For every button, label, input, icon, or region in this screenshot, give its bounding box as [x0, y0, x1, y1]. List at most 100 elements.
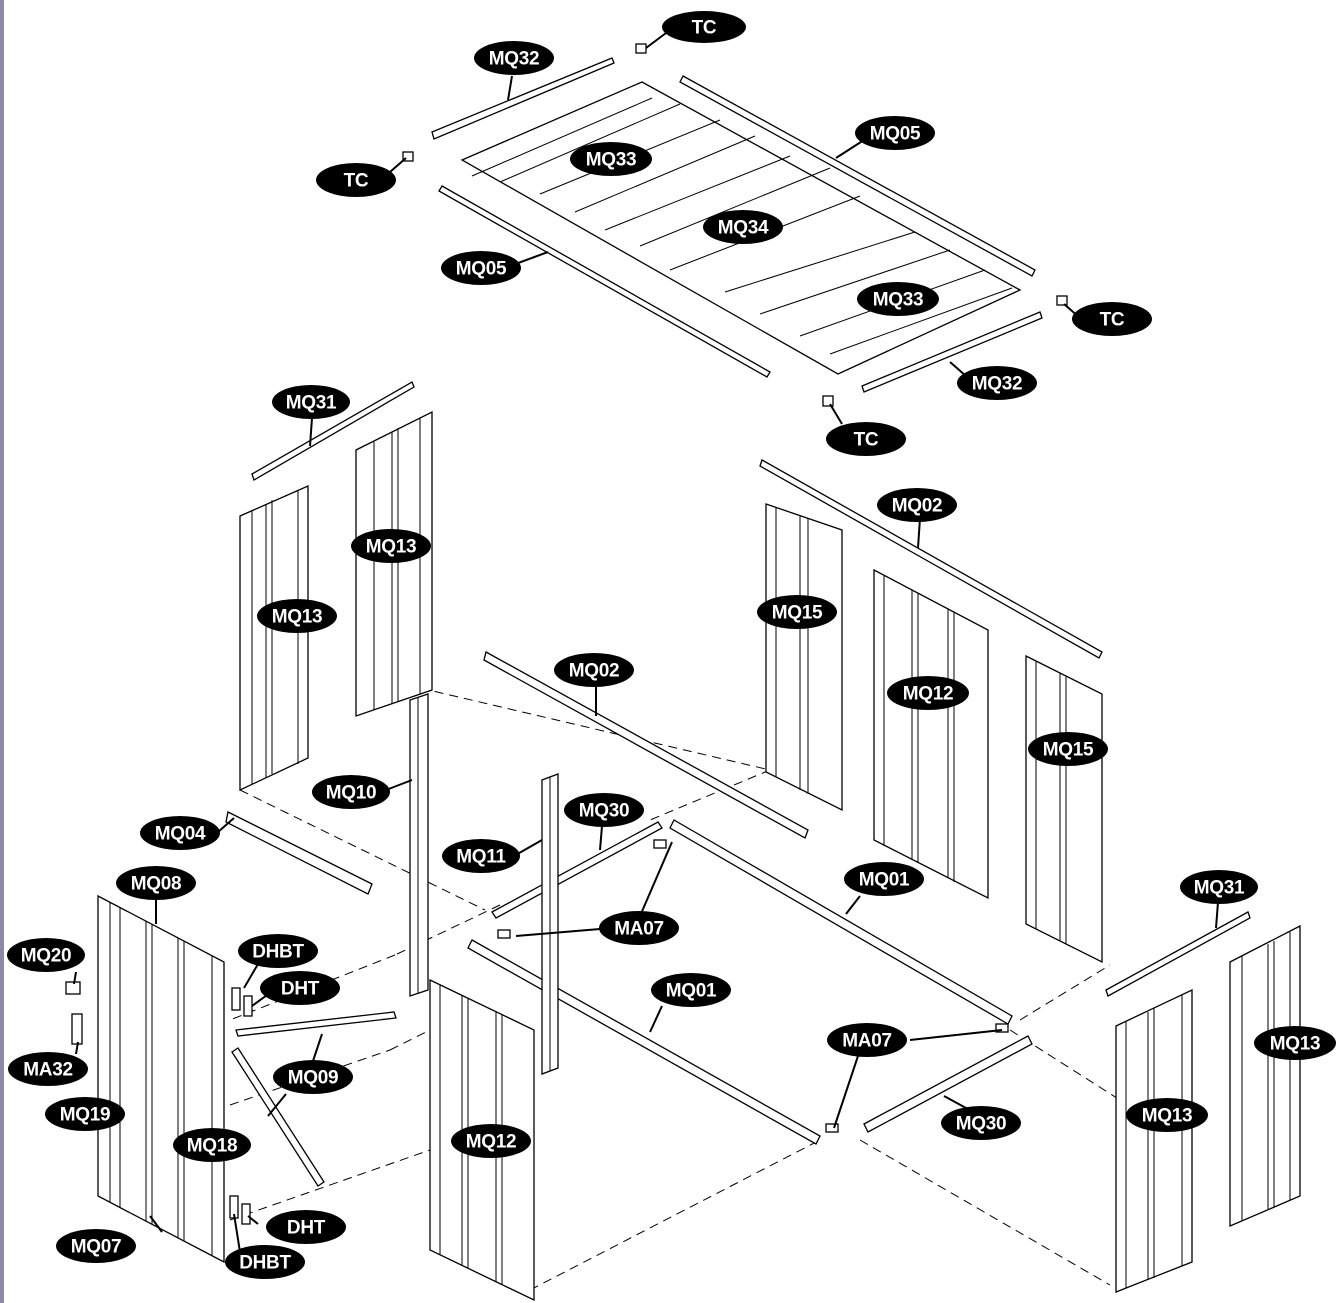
- callout-mq02-1: MQ02: [877, 488, 957, 522]
- wall-panel-mq13-left-inner: [355, 410, 433, 717]
- callout-mq31-1: MQ31: [272, 385, 350, 419]
- callout-tc-4: TC: [826, 422, 906, 456]
- callout-mq19: MQ19: [45, 1097, 125, 1131]
- callout-label: MQ13: [272, 607, 323, 628]
- callout-label: MQ32: [489, 49, 540, 70]
- callout-ma07-1: MA07: [599, 911, 679, 945]
- callout-mq09: MQ09: [273, 1060, 353, 1094]
- callout-bubble: [1028, 732, 1108, 766]
- callout-bubble: [1126, 1098, 1208, 1132]
- callout-bubble: [238, 934, 318, 968]
- callout-label: MQ31: [286, 393, 337, 414]
- callout-label: MQ02: [569, 661, 620, 682]
- callout-label: MQ32: [972, 374, 1023, 395]
- callout-label: MQ01: [666, 981, 717, 1002]
- callout-bubble: [599, 911, 679, 945]
- callout-bubble: [1180, 870, 1258, 904]
- callout-mq08: MQ08: [116, 866, 196, 900]
- callout-label: MQ09: [288, 1068, 339, 1089]
- callout-bubble: [651, 973, 731, 1007]
- callout-bubble: [312, 775, 390, 809]
- callout-mq34: MQ34: [703, 210, 783, 244]
- callout-bubble: [451, 1124, 531, 1158]
- callout-label: MA07: [842, 1031, 891, 1052]
- callout-label: DHBT: [252, 942, 304, 963]
- callout-bubble: [316, 163, 396, 197]
- wall-trim-mq31-left: [251, 381, 415, 481]
- callout-label: MQ13: [366, 537, 417, 558]
- callout-ma32: MA32: [8, 1052, 88, 1086]
- callout-bubble: [442, 839, 520, 873]
- wall-panel-mq15-back-right: [1025, 654, 1103, 964]
- callout-bubble: [887, 676, 969, 710]
- rail-mq30-upper: [491, 821, 663, 919]
- callout-dhbt-2: DHBT: [225, 1245, 305, 1279]
- callout-bubble: [877, 488, 957, 522]
- roof-edge-mq05-left: [438, 185, 771, 378]
- callout-bubble: [140, 816, 220, 850]
- callout-bubble: [662, 11, 746, 43]
- callout-label: MQ11: [456, 847, 506, 868]
- callout-mq12-1: MQ12: [887, 676, 969, 710]
- callout-mq18: MQ18: [173, 1128, 251, 1162]
- callout-bubble: [941, 1106, 1021, 1140]
- callout-label: MQ34: [718, 218, 769, 239]
- wall-panel-mq13-right-inner: [1115, 988, 1193, 1293]
- callout-label: MQ13: [1142, 1106, 1193, 1127]
- callout-bubble: [564, 793, 644, 827]
- callout-mq02-2: MQ02: [554, 653, 634, 687]
- callout-bubble: [957, 366, 1037, 400]
- callout-label: MQ20: [21, 946, 72, 967]
- callout-dhbt-1: DHBT: [238, 934, 318, 968]
- callout-mq10: MQ10: [312, 775, 390, 809]
- callout-label: TC: [344, 171, 369, 192]
- callout-bubble: [474, 41, 554, 75]
- callout-mq11: MQ11: [442, 839, 520, 873]
- callout-bubble: [8, 1052, 88, 1086]
- callout-bubble: [554, 653, 634, 687]
- wall-panel-mq15-back-left: [765, 503, 843, 812]
- callout-label: DHBT: [239, 1253, 291, 1274]
- callout-dht-2: DHT: [266, 1210, 346, 1244]
- callout-mq07: MQ07: [56, 1229, 136, 1263]
- callout-bubble: [1254, 1026, 1336, 1060]
- callout-bubble: [45, 1097, 125, 1131]
- callout-mq12-2: MQ12: [451, 1124, 531, 1158]
- callout-label: MQ33: [586, 150, 637, 171]
- callout-bubble: [826, 422, 906, 456]
- callout-mq33-1: MQ33: [570, 142, 652, 176]
- callout-bubble: [855, 116, 935, 150]
- callout-label: MQ30: [579, 801, 630, 822]
- callout-mq13-4: MQ13: [1126, 1098, 1208, 1132]
- callout-bubble: [56, 1229, 136, 1263]
- callout-bubble: [1072, 302, 1152, 336]
- callout-tc-2: TC: [316, 163, 396, 197]
- callout-bubble: [570, 142, 652, 176]
- ma07-brackets: [497, 839, 1009, 1133]
- callout-label: TC: [1100, 310, 1125, 331]
- roof-trim-mq32-upper: [431, 57, 615, 140]
- callout-bubble: [703, 210, 783, 244]
- rail-mq02-middle: [483, 651, 809, 839]
- callout-bubble: [116, 866, 196, 900]
- rail-mq30-lower: [863, 1035, 1033, 1133]
- callout-bubble: [173, 1128, 251, 1162]
- callout-label: TC: [692, 18, 717, 39]
- callout-label: DHT: [287, 1218, 326, 1239]
- wall-panel-mq13-right-outer: [1229, 924, 1301, 1227]
- callout-mq05-1: MQ05: [855, 116, 935, 150]
- callout-label: MQ31: [1194, 878, 1245, 899]
- callout-label: MQ05: [870, 124, 921, 145]
- callout-bubble: [351, 529, 431, 563]
- callout-mq31-2: MQ31: [1180, 870, 1258, 904]
- callout-label: MQ01: [859, 870, 910, 891]
- callout-tc-3: TC: [1072, 302, 1152, 336]
- callout-label: MQ15: [772, 603, 823, 624]
- door-panel: [97, 894, 225, 1264]
- callout-bubble: [272, 385, 350, 419]
- wall-trim-mq02-top: [759, 459, 1103, 659]
- post-mq10: [409, 693, 429, 997]
- callout-mq13-3: MQ13: [1254, 1026, 1336, 1060]
- post-mq11: [541, 773, 559, 1075]
